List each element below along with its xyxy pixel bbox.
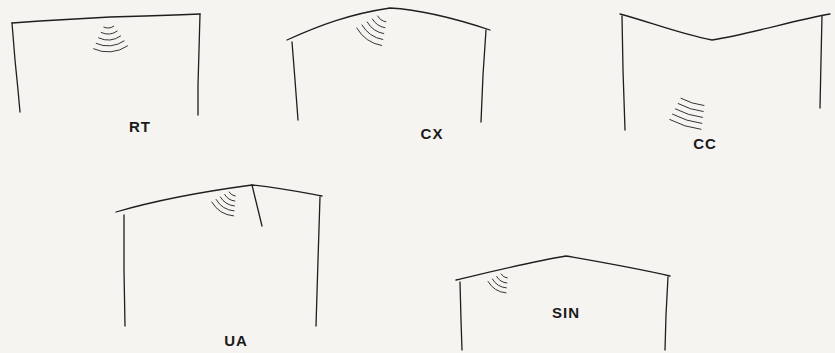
ripple-stroke — [216, 200, 234, 211]
ripple-stroke — [678, 104, 703, 112]
type-label: CX — [421, 125, 444, 142]
type-label: RT — [129, 118, 151, 135]
ripple-stroke — [104, 26, 114, 28]
ripple-stroke — [96, 41, 124, 46]
ripple-stroke — [212, 202, 234, 216]
flake-ua — [116, 185, 322, 326]
flake-cc — [620, 14, 830, 130]
ripple-stroke — [225, 195, 235, 202]
flake-rt — [12, 14, 200, 115]
ripple-stroke — [372, 19, 385, 28]
ripple-stroke — [357, 28, 382, 46]
type-label: SIN — [552, 304, 580, 321]
ripple-stroke — [497, 277, 507, 284]
bulb-ripples — [94, 16, 704, 293]
ripple-stroke — [673, 114, 702, 123]
ripple-stroke — [681, 98, 704, 105]
flake-cx — [287, 8, 490, 122]
ripple-stroke — [488, 282, 506, 293]
ripple-stroke — [362, 25, 383, 40]
ripple-stroke — [220, 197, 234, 206]
ripple-stroke — [670, 120, 701, 130]
ripple-stroke — [675, 109, 702, 118]
ripple-stroke — [367, 22, 384, 34]
type-label: CC — [693, 135, 717, 152]
flake-sin — [456, 256, 670, 350]
ripple-stroke — [99, 36, 121, 40]
ripple-stroke — [101, 31, 117, 34]
ripple-stroke — [229, 192, 235, 196]
ripple-stroke — [492, 279, 506, 288]
type-label: UA — [224, 332, 248, 349]
ripple-stroke — [94, 46, 128, 52]
ripple-stroke — [501, 274, 507, 278]
ripple-stroke — [378, 16, 386, 22]
